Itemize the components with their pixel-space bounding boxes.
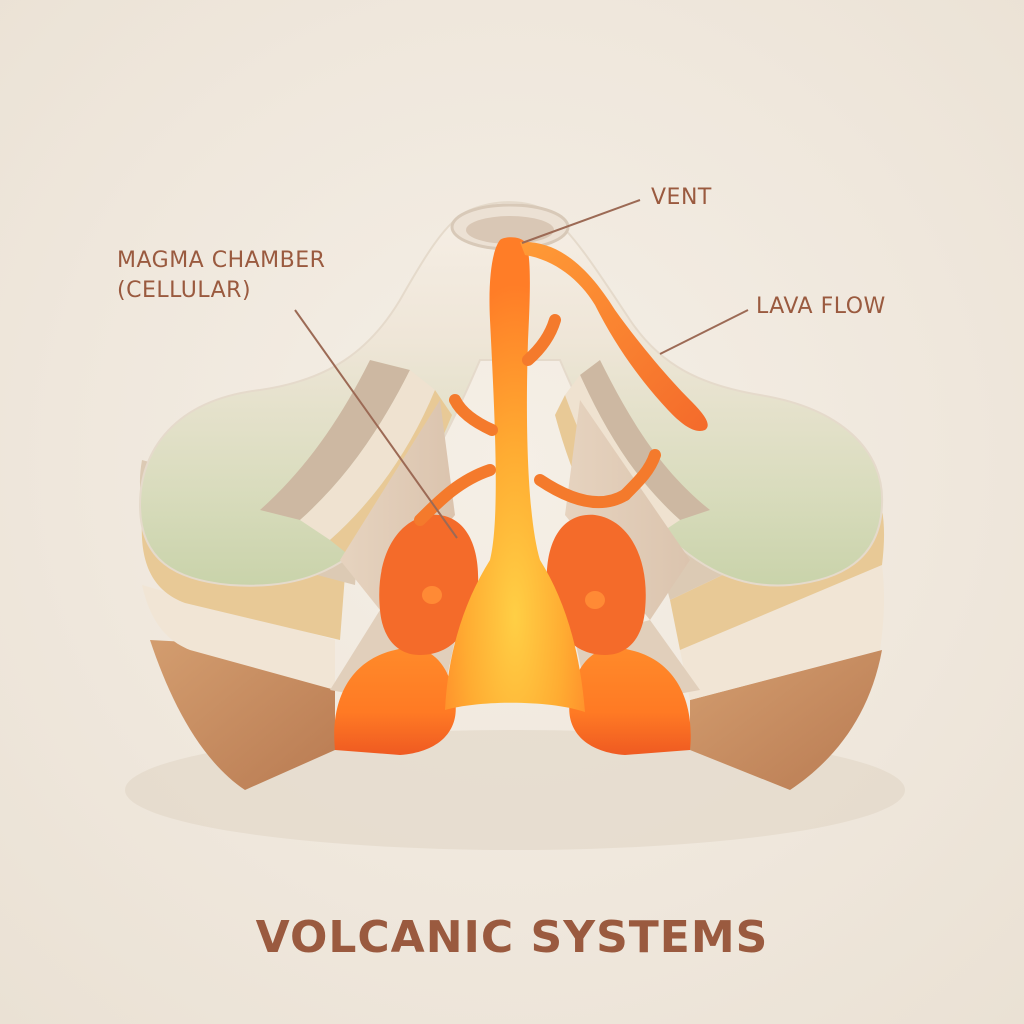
magma-chamber-label: MAGMA CHAMBER (CELLULAR) [117,246,325,306]
diagram-title: VOLCANIC SYSTEMS [255,912,769,963]
central-magma-core [445,237,585,712]
vent-label: VENT [651,185,712,210]
lava-flow [520,241,708,431]
magma-chambers [334,514,691,755]
magma-chamber-label-line1: MAGMA CHAMBER [117,248,326,273]
ground-shadow [125,730,905,850]
magma-chamber-label-line2: (CELLULAR) [117,278,252,303]
lava-flow-label: LAVA FLOW [756,294,886,319]
leader-lines [294,199,749,539]
magma-dykes [414,314,661,526]
